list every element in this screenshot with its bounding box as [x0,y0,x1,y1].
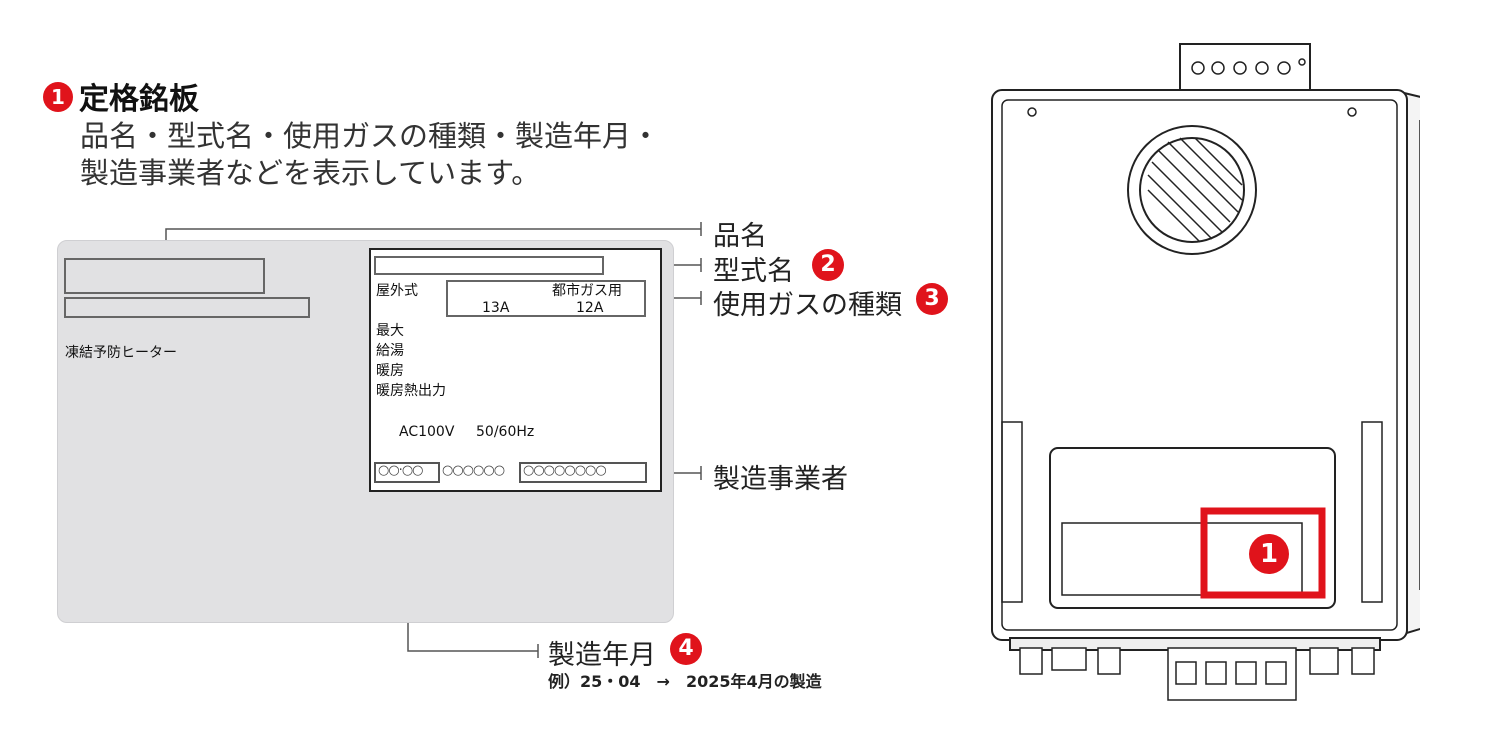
bottom-fittings [1019,647,1375,701]
callout-manufacture-date: 製造年月 [548,640,656,671]
heading-description-line1: 品名・型式名・使用ガスの種類・製造年月・ [80,119,661,153]
spec-label [369,248,662,492]
callout-badge-4: 4 [670,633,702,665]
row-heating-output: 暖房熱出力 [376,383,446,399]
frequency: 50/60Hz [476,424,535,440]
date-code-box [374,462,440,483]
bracket-holes [1191,58,1306,75]
gas-type-13a: 13A [482,300,510,316]
plate-blank-box-2 [64,297,310,318]
service-panel [1049,447,1336,609]
maker-code-box [519,462,647,483]
callout-gas-type: 使用ガスの種類 [713,290,902,321]
install-type: 屋外式 [376,283,418,299]
row-max: 最大 [376,323,404,339]
device-badge-1: 1 [1249,534,1289,574]
maker-code: ○○○○○○○○ [523,463,607,478]
rating-plate-highlight [1200,507,1326,599]
voltage: AC100V [399,424,455,440]
row-heating: 暖房 [376,363,404,379]
date-code: ○○·○○ [378,463,424,478]
row-hot-water: 給湯 [376,343,404,359]
callout-model-name: 型式名 [713,256,794,287]
gas-type-box [446,280,646,317]
plate-blank-box-1 [64,258,265,294]
freeze-prevention-heater-label: 凍結予防ヒーター [65,345,177,361]
top-bracket [1179,43,1311,91]
model-name-box [374,256,604,275]
heading-title: 定格銘板 [79,82,199,117]
gas-header: 都市ガス用 [552,283,622,299]
heading-description-line2: 製造事業者などを表示しています。 [80,156,541,190]
callout-badge-1: 1 [43,82,73,112]
callout-product-name: 品名 [713,221,767,252]
date-example: 例）25・04 → 2025年4月の製造 [548,672,822,691]
callout-badge-2: 2 [812,249,844,281]
middle-code: ○○○○○○ [442,463,505,478]
gas-type-12a: 12A [576,300,604,316]
callout-manufacturer: 製造事業者 [713,464,848,495]
water-heater-illustration [991,43,1420,701]
callout-badge-3: 3 [916,283,948,315]
